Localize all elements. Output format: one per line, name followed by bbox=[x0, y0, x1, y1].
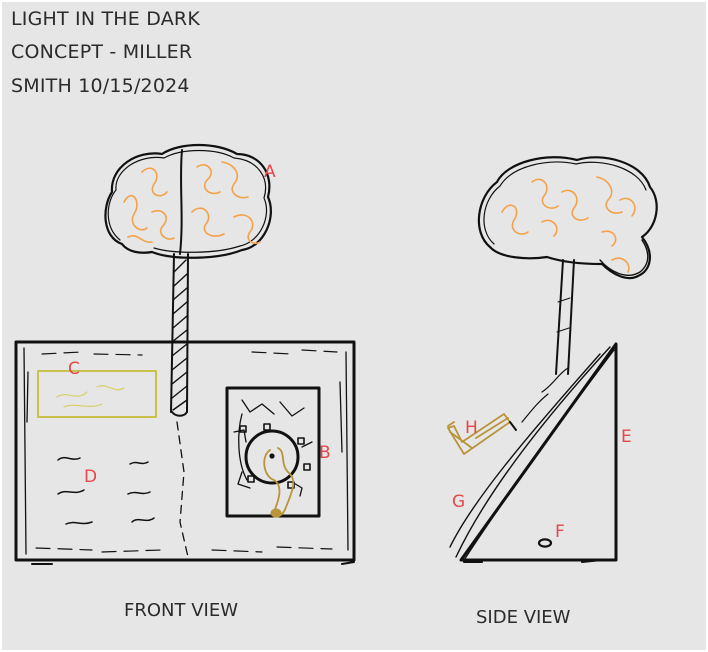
front-view: A C D B bbox=[16, 145, 354, 564]
label-d: D bbox=[84, 467, 97, 487]
handle-h bbox=[448, 414, 516, 454]
panel-c bbox=[38, 371, 156, 417]
front-brain bbox=[105, 145, 270, 258]
front-squiggles bbox=[58, 458, 154, 524]
label-g: G bbox=[452, 492, 465, 512]
side-view: E F G H bbox=[448, 157, 657, 562]
label-a: A bbox=[264, 162, 276, 182]
label-b: B bbox=[319, 443, 331, 463]
front-view-caption: FRONT VIEW bbox=[124, 600, 238, 621]
label-c: C bbox=[68, 359, 80, 379]
hole-f bbox=[539, 539, 551, 546]
side-wedge bbox=[450, 344, 616, 562]
front-brain-folds bbox=[124, 162, 260, 243]
label-e: E bbox=[621, 427, 632, 447]
label-f: F bbox=[555, 522, 565, 542]
front-box bbox=[16, 342, 354, 564]
front-stem bbox=[171, 254, 188, 416]
side-brain bbox=[479, 157, 657, 278]
dial-box-b bbox=[227, 388, 319, 516]
side-view-caption: SIDE VIEW bbox=[476, 607, 570, 628]
label-h: H bbox=[465, 418, 478, 438]
